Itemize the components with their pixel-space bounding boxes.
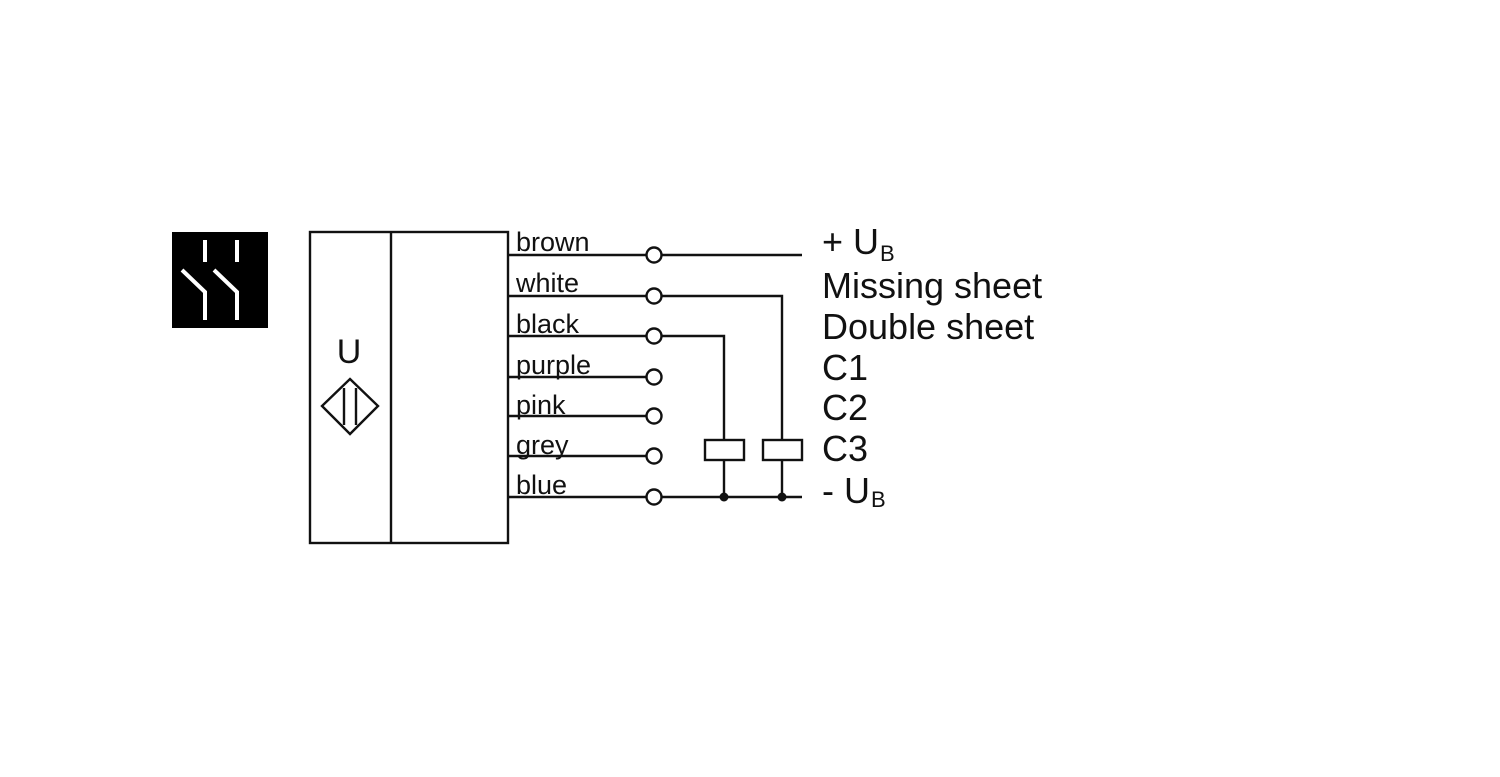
terminal-purple — [645, 368, 663, 386]
ultrasonic-icon — [320, 377, 380, 436]
terminal-brown — [645, 246, 663, 264]
label-c2: C2 — [822, 387, 868, 428]
label-c1: C1 — [822, 347, 868, 388]
terminals — [645, 246, 663, 506]
junction-dot — [777, 492, 787, 502]
sensor-letter: U — [337, 333, 362, 371]
label-plus-ub-main: + U — [822, 221, 879, 262]
relay-missing-sheet — [761, 438, 804, 462]
terminal-labels: + UB Missing sheet Double sheet C1 C2 C3… — [822, 221, 1042, 512]
label-minus-ub-main: - U — [822, 470, 870, 511]
double-sheet-line — [662, 334, 726, 440]
wire-label-brown: brown — [516, 227, 590, 257]
relay-double-sheet — [703, 438, 746, 462]
label-minus-ub: - UB — [822, 470, 886, 512]
label-minus-ub-sub: B — [871, 487, 886, 512]
terminal-pink — [645, 407, 663, 425]
external-circuit — [662, 253, 804, 502]
label-c3: C3 — [822, 428, 868, 469]
label-double-sheet: Double sheet — [822, 306, 1034, 347]
missing-sheet-line — [662, 294, 784, 440]
sensor-body: U — [308, 230, 510, 545]
wire-label-blue: blue — [516, 470, 567, 500]
wire-lines — [508, 253, 646, 499]
terminal-grey — [645, 447, 663, 465]
wire-label-grey: grey — [516, 430, 569, 460]
wire-labels: brown white black purple pink grey blue — [515, 227, 591, 500]
wire-label-pink: pink — [516, 390, 566, 420]
terminal-white — [645, 287, 663, 305]
junction-dot — [719, 492, 729, 502]
label-plus-ub: + UB — [822, 221, 895, 266]
wire-label-purple: purple — [516, 350, 591, 380]
terminal-black — [645, 327, 663, 345]
label-missing-sheet: Missing sheet — [822, 265, 1042, 306]
terminal-blue — [645, 488, 663, 506]
label-plus-ub-sub: B — [880, 241, 895, 266]
double-sheet-switch-icon — [172, 232, 268, 328]
wire-label-black: black — [516, 309, 580, 339]
wire-label-white: white — [515, 268, 579, 298]
